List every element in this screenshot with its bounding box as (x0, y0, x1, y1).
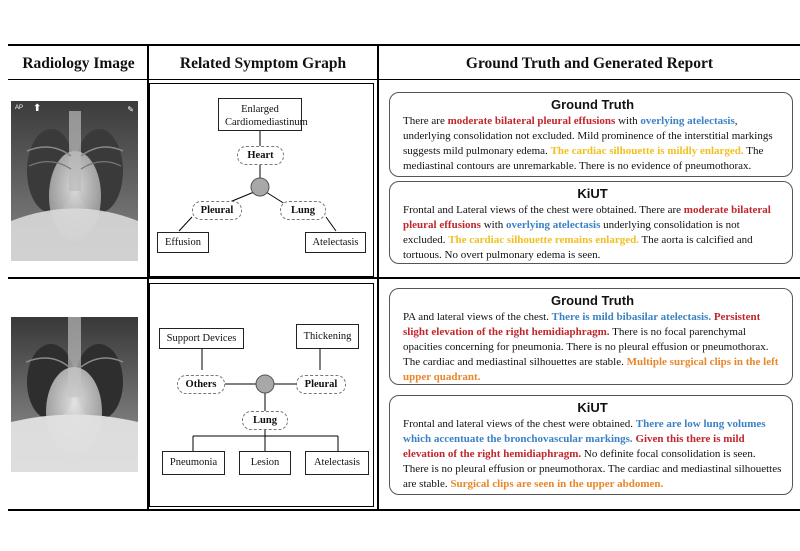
graph-2-edges (192, 349, 339, 451)
graph-1-edges (178, 130, 337, 232)
column-divider-2 (377, 44, 379, 510)
node-lung: Lung (280, 201, 326, 220)
node-atelectasis: Atelectasis (305, 451, 369, 475)
header-report: Ground Truth and Generated Report (465, 55, 714, 72)
node-effusion: Effusion (157, 232, 209, 253)
top-rule (8, 44, 800, 46)
node-atelectasis: Atelectasis (305, 232, 366, 253)
node-pleural: Pleural (192, 201, 242, 220)
xray-marker-ap: AP (15, 105, 24, 111)
node-lung: Lung (242, 411, 288, 430)
node-enlarged-cardiomediastinum: Enlarged Cardiomediastinum (218, 98, 308, 131)
symptom-graph-1: Enlarged Cardiomediastinum Heart Pleural… (149, 83, 374, 277)
ground-truth-title: Ground Truth (550, 97, 635, 112)
node-heart: Heart (237, 146, 284, 165)
node-others: Others (177, 375, 225, 394)
chest-xray-image-2 (11, 317, 138, 472)
kiut-card-2: KiUT Frontal and lateral views of the ch… (389, 395, 793, 495)
ground-truth-text: There are moderate bilateral pleural eff… (403, 115, 773, 172)
kiut-title: KiUT (577, 400, 608, 415)
kiut-title: KiUT (577, 186, 608, 201)
ground-truth-text: PA and lateral views of the chest. There… (403, 311, 779, 383)
column-divider-1 (147, 44, 149, 510)
row-divider (8, 277, 800, 279)
xray-arrow-icon: ⬆ (33, 103, 42, 114)
xray-marker-right-icon: ✎ (127, 105, 134, 114)
ground-truth-card-2: Ground Truth PA and lateral views of the… (389, 288, 793, 385)
kiut-report-text: Frontal and Lateral views of the chest w… (403, 204, 771, 261)
ground-truth-title: Ground Truth (550, 293, 635, 308)
node-pneumonia: Pneumonia (162, 451, 225, 475)
header-symptom-graph: Related Symptom Graph (179, 55, 347, 72)
ground-truth-card-1: Ground Truth There are moderate bilatera… (389, 92, 793, 177)
bottom-rule (8, 509, 800, 511)
node-thickening: Thickening (296, 324, 359, 349)
node-support-devices: Support Devices (159, 328, 244, 349)
node-lesion: Lesion (239, 451, 291, 475)
header-radiology-image: Radiology Image (22, 55, 135, 72)
header-rule (8, 79, 800, 80)
chest-xray-image-1: AP ⬆ ✎ (11, 101, 138, 261)
kiut-card-1: KiUT Frontal and Lateral views of the ch… (389, 181, 793, 264)
node-pleural: Pleural (296, 375, 346, 394)
symptom-graph-2: Support Devices Thickening Others Pleura… (149, 283, 374, 507)
kiut-report-text: Frontal and lateral views of the chest w… (403, 418, 782, 490)
